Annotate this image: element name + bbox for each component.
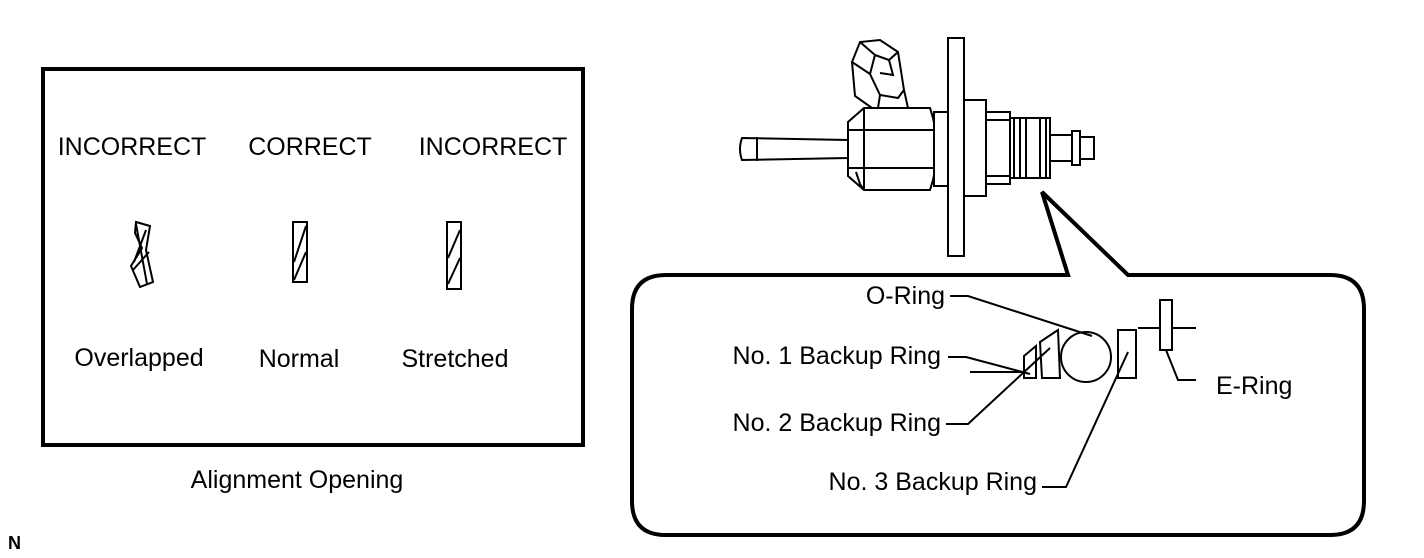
- normal-ring-figure: [292, 221, 308, 283]
- overlapped-ring-figure: [129, 220, 155, 289]
- o-ring-shape: [1060, 331, 1112, 383]
- condition-stretched: Stretched: [401, 345, 508, 373]
- fuel-injector-figure: [739, 37, 1095, 257]
- verdict-stretched: INCORRECT: [419, 133, 568, 161]
- injector-connector: [850, 38, 910, 109]
- alignment-panel: INCORRECT CORRECT INCORRECT Overlapped N…: [41, 67, 585, 447]
- backup-ring-1-label: No. 1 Backup Ring: [733, 342, 941, 370]
- panel-frame: [41, 67, 585, 447]
- stretched-ring-figure: [446, 221, 462, 290]
- alignment-caption: Alignment Opening: [191, 466, 404, 494]
- condition-overlapped: Overlapped: [74, 344, 203, 372]
- verdict-overlapped: INCORRECT: [58, 133, 207, 161]
- backup-ring-2-label: No. 2 Backup Ring: [733, 409, 941, 437]
- e-ring-label: E-Ring: [1216, 372, 1292, 400]
- backup-ring-2-shape: [1038, 328, 1062, 379]
- detail-callout-bubble: [630, 190, 1366, 537]
- o-ring-label: O-Ring: [866, 282, 945, 310]
- seal-detail-figure: [970, 299, 1196, 383]
- condition-normal: Normal: [259, 345, 340, 373]
- corner-mark: N: [8, 533, 21, 553]
- backup-ring-3-label: No. 3 Backup Ring: [829, 468, 1037, 496]
- verdict-normal: CORRECT: [248, 133, 372, 161]
- e-ring-shape: [1159, 299, 1173, 351]
